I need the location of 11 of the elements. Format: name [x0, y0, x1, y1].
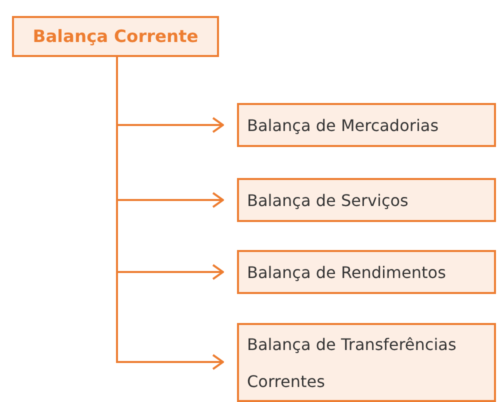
- box-label: Balança de Transferências Correntes: [246, 334, 458, 392]
- connector-arrow: [116, 57, 224, 370]
- title-label: Balança Corrente: [32, 26, 198, 46]
- root-box: [12, 16, 219, 57]
- box-label: Balança de Mercadorias: [246, 114, 439, 136]
- category-box: [237, 178, 496, 222]
- box-label: Balança de Serviços: [246, 190, 408, 212]
- box-label: Balança de Rendimentos: [246, 262, 446, 284]
- category-box: [237, 250, 496, 294]
- category-box: [237, 323, 496, 402]
- category-box: [237, 103, 496, 147]
